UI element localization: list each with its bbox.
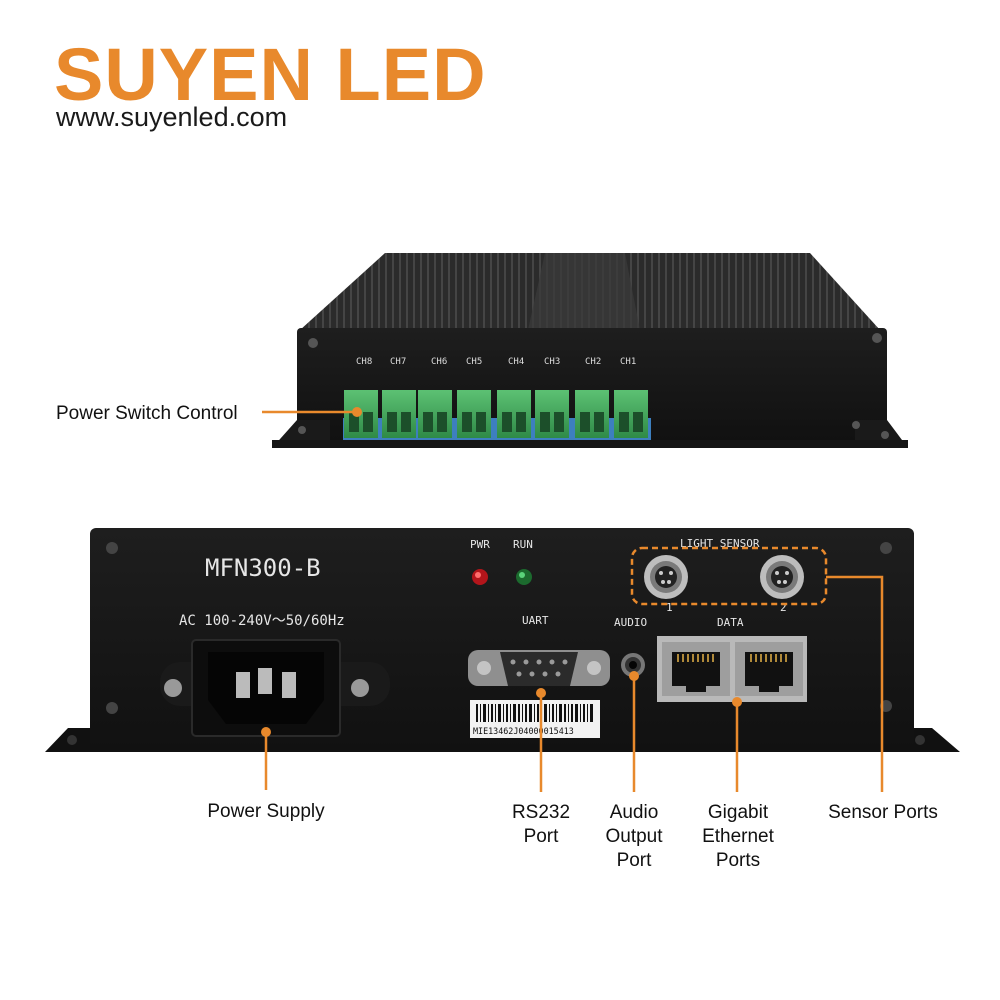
- callout-audio-port: Audio Output Port: [605, 802, 663, 871]
- screw-icon: [164, 679, 182, 697]
- light-sensor-label: LIGHT SENSOR: [680, 537, 760, 550]
- terminal-block: [457, 390, 491, 438]
- heatsink-center-band: [528, 253, 640, 330]
- ethernet-port: [672, 652, 720, 692]
- front-device: MFN300-B AC 100-240V～50/60Hz PWR RUN U: [45, 528, 960, 752]
- terminal-block: [382, 390, 416, 438]
- channel-label: CH7: [390, 357, 406, 367]
- callout-sensor-ports: Sensor Ports: [828, 802, 938, 823]
- model-label: MFN300-B: [205, 554, 321, 582]
- screw-icon: [477, 661, 491, 675]
- callout-dot: [732, 697, 742, 707]
- screw-icon: [880, 542, 892, 554]
- screw-icon: [308, 338, 318, 348]
- pwr-led-highlight: [475, 572, 481, 578]
- top-device-base: [272, 440, 908, 448]
- terminal-block: [575, 390, 609, 438]
- callout-dot: [536, 688, 546, 698]
- terminal-block: [418, 390, 452, 438]
- ethernet-port: [745, 652, 793, 692]
- power-rating-label: AC 100-240V～50/60Hz: [179, 613, 345, 629]
- screw-icon: [106, 702, 118, 714]
- top-device: CH8 CH7 CH6 CH5 CH4 CH3 CH2 CH1: [272, 253, 908, 448]
- channel-label: CH6: [431, 357, 447, 367]
- brand-logo: SUYEN LED: [54, 33, 487, 116]
- callout-dot: [261, 727, 271, 737]
- screw-icon: [67, 735, 77, 745]
- sensor-connector-2: [760, 555, 804, 599]
- callout-dot: [352, 407, 362, 417]
- channel-label: CH5: [466, 357, 482, 367]
- screw-icon: [587, 661, 601, 675]
- uart-label: UART: [522, 614, 549, 627]
- callout-power-supply: Power Supply: [207, 801, 325, 822]
- serial-number-text: MIE13462J04000015413: [473, 726, 574, 736]
- callout-power-switch: Power Switch Control: [56, 403, 238, 424]
- brand-url: www.suyenled.com: [56, 102, 288, 132]
- screw-icon: [298, 426, 306, 434]
- screw-icon: [881, 431, 889, 439]
- screw-icon: [852, 421, 860, 429]
- rs232-db9-connector: [468, 650, 610, 686]
- ac-power-inlet: [160, 639, 390, 737]
- serial-barcode-label: MIE13462J04000015413: [470, 700, 600, 738]
- led-run-label: RUN: [513, 538, 533, 551]
- audio-jack: [621, 653, 645, 677]
- screw-icon: [915, 735, 925, 745]
- screw-icon: [106, 542, 118, 554]
- sensor-connector-1: [644, 555, 688, 599]
- rj45-ports: [657, 636, 807, 702]
- channel-label: CH8: [356, 357, 372, 367]
- terminal-block: [497, 390, 531, 438]
- channel-label: CH3: [544, 357, 560, 367]
- audio-label: AUDIO: [614, 616, 647, 629]
- data-label: DATA: [717, 616, 744, 629]
- run-led-highlight: [519, 572, 525, 578]
- channel-label: CH1: [620, 357, 636, 367]
- terminal-block: [614, 390, 648, 438]
- callout-dot: [629, 671, 639, 681]
- led-pwr-label: PWR: [470, 538, 490, 551]
- channel-label: CH2: [585, 357, 601, 367]
- terminal-block: [535, 390, 569, 438]
- screw-icon: [351, 679, 369, 697]
- channel-label: CH4: [508, 357, 524, 367]
- screw-icon: [872, 333, 882, 343]
- sensor-2-label: 2: [780, 601, 787, 614]
- callout-ethernet-ports: Gigabit Ethernet Ports: [702, 802, 774, 871]
- callout-rs232-port: RS232 Port: [511, 802, 571, 847]
- callout-leaders: [261, 407, 884, 792]
- sensor-1-label: 1: [666, 601, 673, 614]
- terminal-blocks: [343, 390, 651, 440]
